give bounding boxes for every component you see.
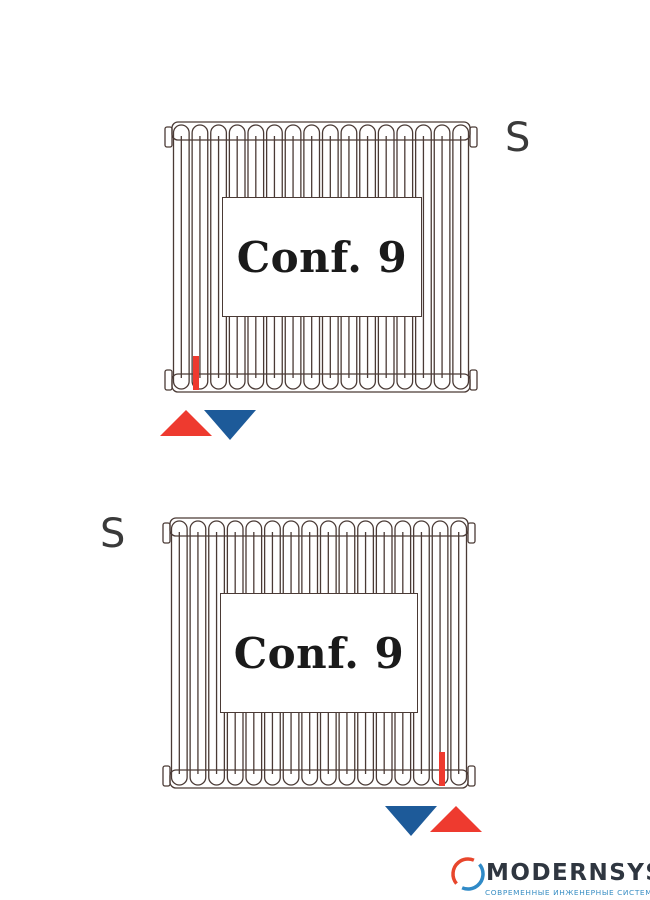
side-label-2: S xyxy=(100,511,126,557)
radiator-column xyxy=(189,520,207,786)
config-label-2: Conf. 9 xyxy=(233,628,405,678)
modernsys-logo-icon xyxy=(451,857,485,891)
config-box-2: Conf. 9 xyxy=(220,593,418,713)
config-box-1: Conf. 9 xyxy=(222,197,422,317)
radiator-column xyxy=(433,124,451,390)
supply-pipe xyxy=(439,752,445,786)
logo-tagline: СОВРЕМЕННЫЕ ИНЖЕНЕРНЫЕ СИСТЕМЫ xyxy=(485,888,650,897)
red-triangle-up-icon xyxy=(430,806,482,832)
side-label-1: S xyxy=(505,115,531,161)
config-label-1: Conf. 9 xyxy=(236,232,408,282)
red-triangle-up-icon xyxy=(160,410,212,436)
radiator-diagram-1: Conf. 9 S xyxy=(160,115,531,440)
radiator-column xyxy=(452,124,470,390)
end-cap xyxy=(164,126,173,148)
radiator-column xyxy=(450,520,468,786)
supply-pipe xyxy=(193,356,199,390)
end-cap xyxy=(467,765,476,787)
blue-triangle-down-icon xyxy=(385,806,437,836)
radiator-column xyxy=(170,520,188,786)
logo-name: MODERNSYS xyxy=(486,860,650,886)
radiator-drawing-2 xyxy=(162,517,482,836)
end-cap xyxy=(162,765,171,787)
top-collector xyxy=(171,121,471,141)
end-cap xyxy=(467,522,476,544)
radiator-column xyxy=(172,124,190,390)
bottom-collector xyxy=(171,373,471,393)
top-collector xyxy=(169,517,469,537)
end-cap xyxy=(162,522,171,544)
radiator-diagram-2: Conf. 9 S xyxy=(100,511,482,836)
modernsys-logo: MODERNSYS СОВРЕМЕННЫЕ ИНЖЕНЕРНЫЕ СИСТЕМЫ xyxy=(450,856,650,900)
end-cap xyxy=(469,126,478,148)
bottom-collector xyxy=(169,769,469,789)
radiator-column xyxy=(191,124,209,390)
blue-triangle-down-icon xyxy=(204,410,256,440)
